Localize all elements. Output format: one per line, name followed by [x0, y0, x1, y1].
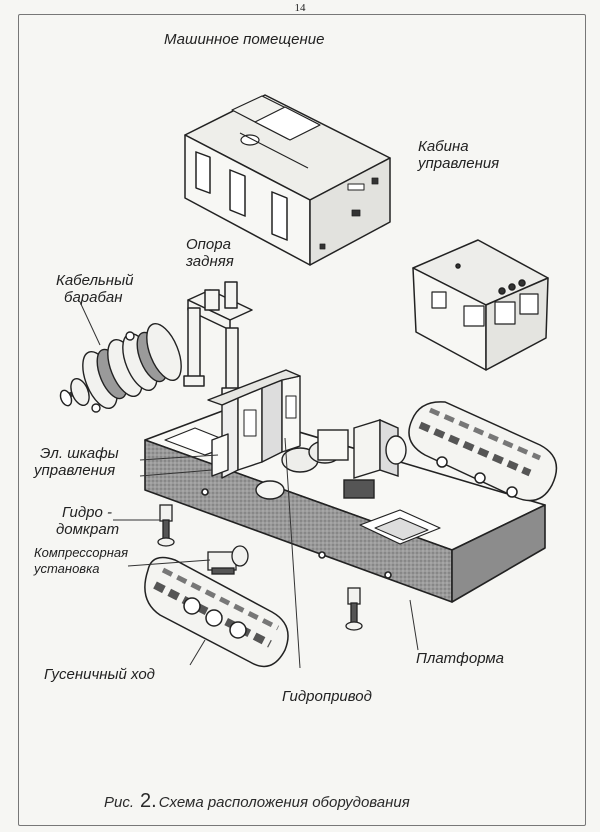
page-border [18, 14, 586, 826]
control-cabin-illustration [412, 239, 549, 371]
label-control-cabin-line1: Кабина [418, 138, 469, 155]
label-compressor-line2: установка [34, 561, 100, 576]
label-hydro-drive: Гидропривод [282, 688, 372, 705]
leader-lines [79, 301, 419, 669]
hydraulic-jack-illustration [157, 504, 363, 631]
caption-figure-number: 2. [140, 790, 157, 812]
label-el-cabinets-line2: управления [34, 462, 116, 479]
label-cable-drum-line2: барабан [64, 289, 123, 306]
hydro-drive-illustration [255, 418, 407, 500]
left-crawler-illustration [144, 556, 289, 668]
label-cable-drum-line1: Кабельный [56, 272, 134, 289]
label-hydro-jack-line1: Гидро - [62, 504, 112, 521]
engine-room-illustration [184, 94, 391, 266]
label-control-cabin-line2: управления [418, 155, 500, 172]
right-crawler-illustration [408, 401, 558, 502]
caption-prefix: Рис. [104, 794, 135, 811]
label-el-cabinets-line1: Эл. шкафы [40, 445, 119, 462]
caption-text: Схема расположения оборудования [158, 794, 410, 811]
label-platform: Платформа [416, 650, 505, 667]
label-hydro-jack-line2: домкрат [56, 521, 120, 538]
rear-support-illustration [183, 281, 253, 399]
label-crawler: Гусеничный ход [44, 666, 155, 683]
label-rear-support-line1: Опора [186, 236, 231, 253]
cable-drum-illustration [59, 322, 182, 413]
label-rear-support-line2: задняя [186, 253, 234, 270]
figure-caption: Рис. 2.Схема расположения оборудования [104, 790, 410, 813]
label-compressor-line1: Компрессорная [34, 545, 129, 560]
label-engine-room: Машинное помещение [164, 31, 325, 48]
compressor-illustration [207, 545, 249, 575]
page-number: 14 [294, 2, 306, 14]
electrical-cabinets-illustration [207, 369, 301, 479]
